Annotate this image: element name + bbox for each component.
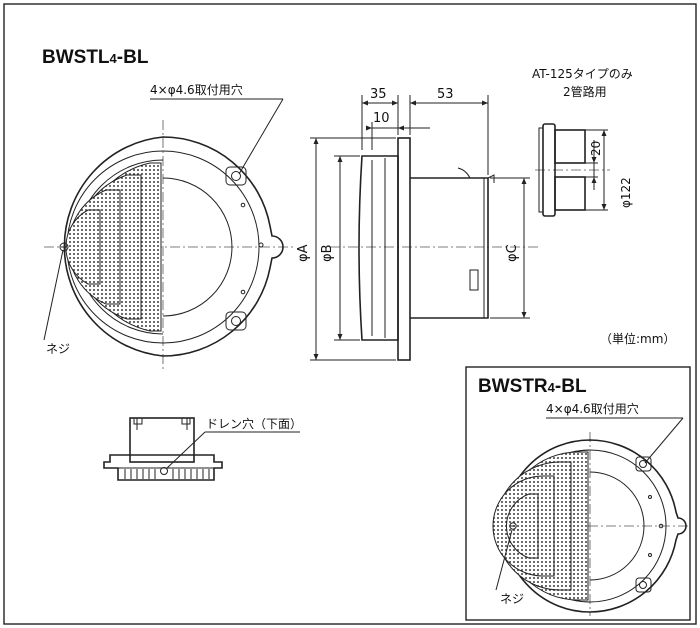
mount-hole-top bbox=[225, 166, 247, 186]
screw-icon bbox=[59, 242, 69, 252]
bottom-view bbox=[103, 417, 300, 481]
main-title: BWSTL4-BL bbox=[42, 47, 149, 68]
at-option-line2: 2管路用 bbox=[563, 84, 607, 99]
mount-hole-bottom bbox=[225, 311, 247, 331]
dim-35: 35 bbox=[370, 87, 387, 102]
dim-phi-b: φB bbox=[320, 245, 335, 263]
dim-53: 53 bbox=[437, 87, 454, 102]
drain-hole-icon bbox=[160, 467, 168, 475]
at-dim-20: 20 bbox=[589, 141, 603, 156]
inset-mount-hole-label: 4×φ4.6取付用穴 bbox=[546, 401, 639, 416]
dimension-lines bbox=[310, 95, 530, 361]
dim-phi-c: φC bbox=[505, 244, 520, 262]
mount-hole-label: 4×φ4.6取付用穴 bbox=[150, 82, 243, 97]
drain-label: ドレン穴（下面） bbox=[206, 416, 302, 431]
inset-front-view bbox=[492, 432, 688, 616]
front-view-left bbox=[44, 120, 295, 372]
unit-label: （単位:mm） bbox=[600, 331, 675, 346]
at-dim-phi122: φ122 bbox=[619, 177, 633, 208]
outer-border bbox=[3, 3, 697, 625]
dim-phi-a: φA bbox=[296, 244, 311, 262]
at-option-view bbox=[535, 123, 610, 217]
inset-screw-icon bbox=[509, 522, 517, 530]
dim-10: 10 bbox=[373, 111, 390, 126]
inset-title: BWSTR4-BL bbox=[478, 376, 587, 397]
side-view bbox=[330, 137, 540, 361]
screw-label: ネジ bbox=[46, 342, 70, 356]
inset-screw-label: ネジ bbox=[500, 592, 524, 606]
at-option-line1: AT-125タイプのみ bbox=[532, 67, 633, 81]
